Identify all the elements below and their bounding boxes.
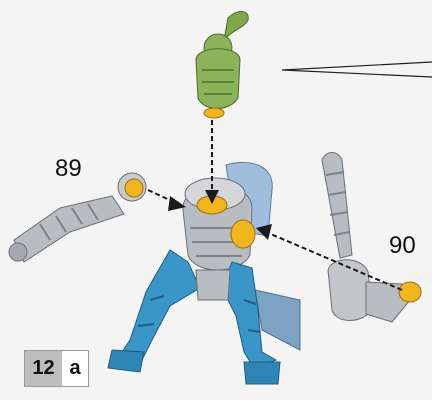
part-number-90: 90 bbox=[389, 232, 416, 260]
part-number-89: 89 bbox=[55, 155, 82, 183]
step-badge: 12 a bbox=[24, 350, 89, 387]
torso-part bbox=[183, 178, 255, 270]
legs-part bbox=[108, 250, 280, 384]
step-sub-letter: a bbox=[62, 351, 88, 386]
step-number: 12 bbox=[25, 351, 62, 386]
left-arm-part bbox=[9, 173, 146, 262]
cape-lower-part bbox=[255, 290, 300, 350]
head-part bbox=[196, 11, 248, 118]
callout-leader-line bbox=[282, 62, 432, 77]
